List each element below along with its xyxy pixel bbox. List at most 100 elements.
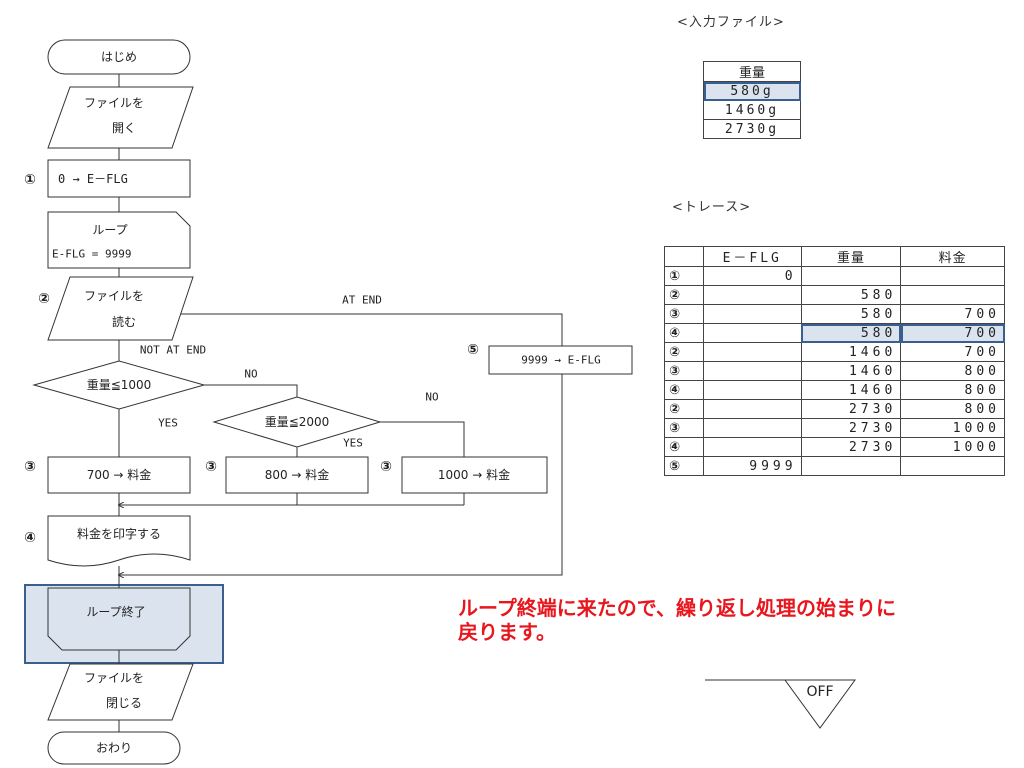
trace-cell-step: ③: [664, 361, 704, 381]
input-row-2: 1460g: [703, 100, 801, 120]
trace-cell-fee: 800: [900, 380, 1005, 400]
step-3-marker-a: ③: [24, 459, 36, 475]
off-toggle-button[interactable]: OFF: [806, 684, 834, 700]
trace-cell-eflg: [702, 418, 802, 438]
trace-cell-fee: [900, 285, 1005, 305]
trace-cell-weight: [800, 456, 902, 476]
at-end-label: AT END: [342, 293, 382, 307]
input-file-table: 重量 580g 1460g 2730g: [703, 61, 801, 139]
trace-cell-weight: 1460: [800, 361, 902, 381]
trace-cell-fee: 700: [900, 342, 1005, 362]
step-4-marker: ④: [24, 530, 36, 546]
off-toggle-shape: [784, 679, 856, 729]
trace-cell-eflg: 0: [702, 266, 802, 286]
input-row-1: 580g: [703, 81, 801, 101]
trace-cell-step: ④: [664, 380, 704, 400]
trace-cell-eflg: 9999: [702, 456, 802, 476]
init-label: 0 → E－FLG: [58, 172, 128, 186]
input-file-title: <入力ファイル>: [677, 15, 785, 30]
trace-cell-weight: 2730: [800, 418, 902, 438]
loop-start-label-2: E-FLG = 9999: [52, 247, 132, 261]
trace-cell-fee: 800: [900, 399, 1005, 419]
trace-header-row: E－FLG 重量 料金: [664, 246, 1005, 267]
loop-end-shape: [47, 587, 191, 651]
trace-header-step: [664, 246, 704, 267]
trace-cell-step: ④: [664, 323, 704, 343]
close-file-label-1: ファイルを: [83, 671, 145, 685]
trace-cell-step: ②: [664, 285, 704, 305]
fee-1000-process: [401, 456, 548, 494]
trace-cell-step: ④: [664, 437, 704, 457]
yes-1-label: YES: [158, 416, 178, 430]
explanation-line-1: ループ終端に来たので、繰り返し処理の始まりに: [458, 596, 896, 620]
step-3-marker-c: ③: [380, 459, 392, 475]
trace-cell-eflg: [702, 323, 802, 343]
loop-start-label-1: ループ: [92, 223, 128, 237]
not-at-end-label: NOT AT END: [139, 343, 207, 357]
trace-cell-weight: 580: [800, 285, 902, 305]
start-label: はじめ: [100, 50, 138, 64]
trace-cell-fee: 1000: [900, 437, 1005, 457]
trace-cell-weight: [800, 266, 902, 286]
close-file-label-2: 閉じる: [105, 696, 143, 710]
no-2-label: NO: [425, 390, 439, 404]
trace-cell-step: ③: [664, 418, 704, 438]
open-file-label-1: ファイルを: [83, 96, 145, 110]
trace-cell-step: ⑤: [664, 456, 704, 476]
explanation-note: ループ終端に来たので、繰り返し処理の始まりに 戻ります。: [458, 596, 896, 644]
trace-cell-step: ②: [664, 342, 704, 362]
step-5-marker: ⑤: [467, 342, 479, 358]
read-file-label-2: 読む: [111, 315, 137, 329]
trace-cell-fee: [900, 456, 1005, 476]
trace-title: <トレース>: [672, 200, 752, 215]
loop-end-label: ループ終了: [86, 605, 146, 619]
trace-cell-fee: 1000: [900, 418, 1005, 438]
loop-start-shape: [47, 211, 191, 269]
trace-cell-fee: 700: [900, 323, 1005, 343]
end-label: おわり: [95, 741, 133, 755]
trace-cell-eflg: [702, 361, 802, 381]
step-1-marker: ①: [24, 172, 36, 188]
step-3-marker-b: ③: [205, 459, 217, 475]
trace-cell-step: ①: [664, 266, 704, 286]
fee-700-label: 700 → 料金: [86, 468, 152, 482]
trace-cell-step: ②: [664, 399, 704, 419]
explanation-line-2: 戻ります。: [458, 620, 556, 644]
trace-cell-eflg: [702, 380, 802, 400]
trace-cell-eflg: [702, 304, 802, 324]
trace-header-fee: 料金: [900, 246, 1005, 267]
trace-cell-weight: 1460: [800, 342, 902, 362]
input-row-3: 2730g: [703, 119, 801, 139]
open-file-label-2: 開く: [111, 121, 137, 135]
read-file-shape: [47, 276, 194, 341]
print-label: 料金を印字する: [76, 527, 162, 541]
trace-cell-weight: 2730: [800, 437, 902, 457]
step-2-marker: ②: [38, 291, 50, 307]
trace-cell-eflg: [702, 285, 802, 305]
fee-700-process: [47, 456, 191, 494]
open-file-shape: [47, 86, 194, 149]
trace-cell-weight: 580: [800, 323, 902, 343]
trace-cell-eflg: [702, 437, 802, 457]
fee-800-process: [225, 456, 369, 494]
trace-row: ② 580: [664, 285, 1005, 305]
trace-cell-fee: 800: [900, 361, 1005, 381]
trace-cell-weight: 2730: [800, 399, 902, 419]
no-1-label: NO: [244, 367, 258, 381]
trace-cell-eflg: [702, 399, 802, 419]
trace-header-weight: 重量: [800, 246, 902, 267]
trace-cell-fee: 700: [900, 304, 1005, 324]
yes-2-label: YES: [343, 436, 363, 450]
fee-800-label: 800 → 料金: [264, 468, 330, 482]
decision-2-label: 重量≦2000: [264, 415, 330, 429]
trace-header-eflg: E－FLG: [702, 246, 802, 267]
